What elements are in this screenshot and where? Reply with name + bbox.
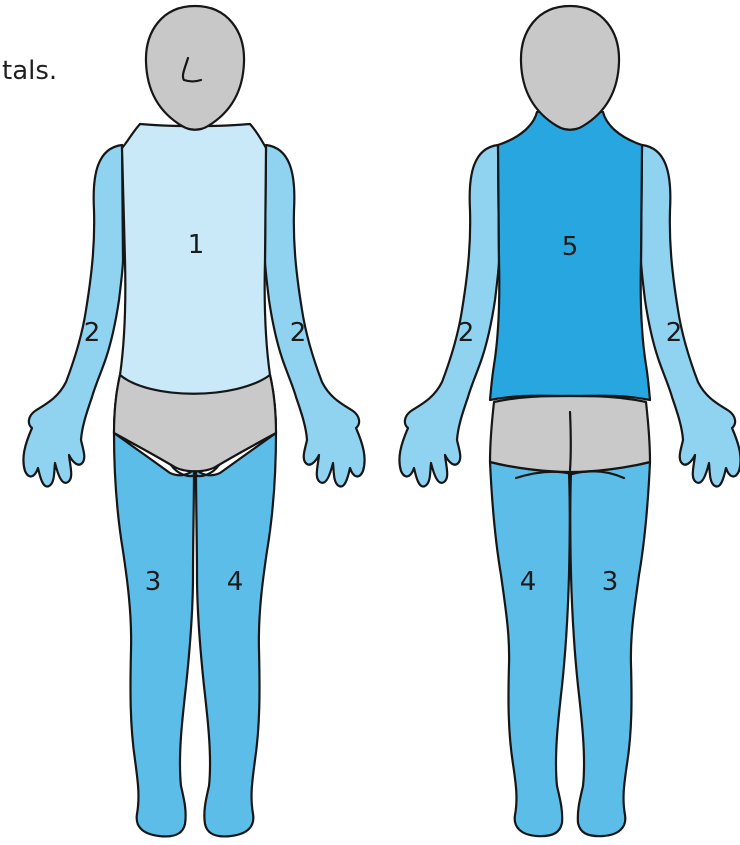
back-figure xyxy=(399,6,740,836)
back-left-leg xyxy=(490,462,570,836)
back-left-arm xyxy=(399,145,499,486)
front-left-leg-label: 3 xyxy=(145,567,162,597)
back-head xyxy=(521,6,619,130)
back-right-arm xyxy=(641,145,740,486)
front-right-arm-label: 2 xyxy=(290,318,307,348)
back-left-arm-label: 2 xyxy=(458,318,475,348)
back-right-arm-label: 2 xyxy=(666,318,683,348)
front-left-leg xyxy=(114,433,194,836)
back-torso-label: 5 xyxy=(562,232,579,262)
back-left-leg-label: 4 xyxy=(520,567,537,597)
front-right-leg-label: 4 xyxy=(227,567,244,597)
back-buttock-crease xyxy=(570,412,571,470)
front-figure xyxy=(23,6,364,836)
cropped-caption-text: tals. xyxy=(2,56,57,86)
front-left-arm-label: 2 xyxy=(84,318,101,348)
back-right-leg-label: 3 xyxy=(602,567,619,597)
front-torso-label: 1 xyxy=(188,230,205,260)
front-right-arm xyxy=(265,145,365,486)
front-left-arm xyxy=(23,145,123,486)
back-right-leg xyxy=(570,462,650,836)
front-head xyxy=(146,6,244,130)
front-right-leg xyxy=(196,433,276,836)
